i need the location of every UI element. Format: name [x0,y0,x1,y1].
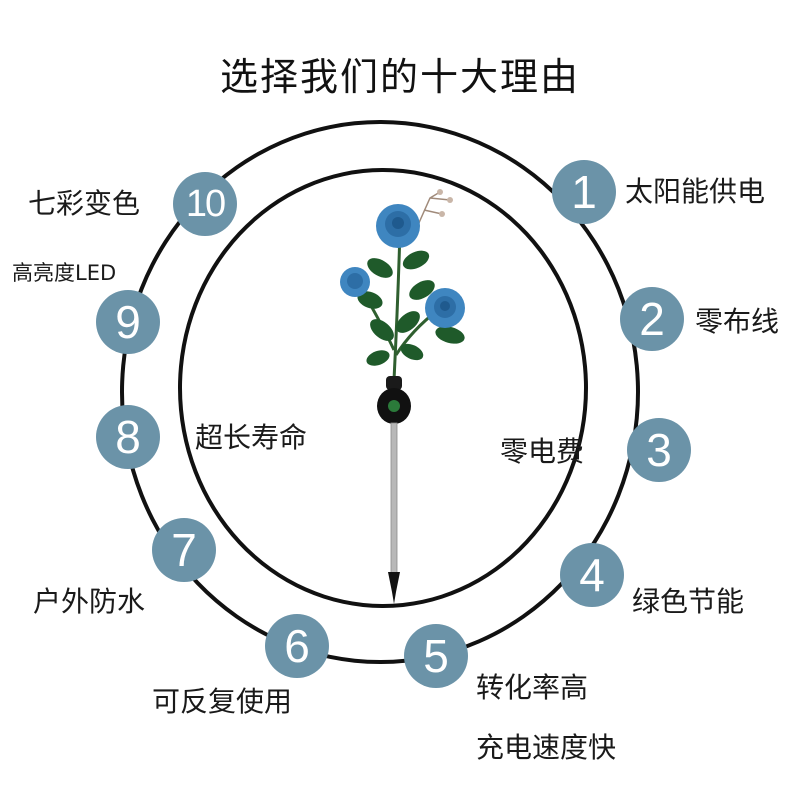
solar-cap-light [388,400,400,412]
reason-label-3: 零电费 [500,435,585,468]
reason-badge-10: 10 [173,172,237,236]
twig-buds [437,189,453,217]
twig-decoration [417,191,451,226]
reason-badge-1: 1 [552,160,616,224]
reason-badge-9: 9 [96,290,160,354]
ground-spike [388,572,400,604]
reason-badge-3: 3 [627,418,691,482]
reason-label-7: 户外防水 [33,585,146,618]
stake-pole [390,422,398,574]
reason-label-2: 零布线 [695,305,780,338]
reason-label-5-line-2: 充电速度快 [476,731,617,764]
inner-ring [178,168,588,608]
reason-badge-7: 7 [152,518,216,582]
reason-label-6: 可反复使用 [152,685,293,718]
reason-label-10: 七彩变色 [28,187,141,220]
blue-roses [340,204,465,328]
solar-rose-stake-image [340,189,465,604]
reason-label-1: 太阳能供电 [625,175,766,208]
reason-label-4: 绿色节能 [632,585,745,618]
solar-cap-neck [386,376,402,390]
page-title: 选择我们的十大理由 [219,55,580,99]
reason-badge-2: 2 [620,287,684,351]
reason-badge-6: 6 [265,614,329,678]
leaves [357,250,465,366]
reason-badge-5: 5 [404,624,468,688]
reason-label-9: 高亮度LED [12,261,117,285]
reason-badge-8: 8 [96,405,160,469]
outer-ring [120,120,640,664]
reason-label-5: 转化率高 [476,671,589,704]
reason-badge-4: 4 [560,543,624,607]
reason-label-8: 超长寿命 [195,421,308,454]
